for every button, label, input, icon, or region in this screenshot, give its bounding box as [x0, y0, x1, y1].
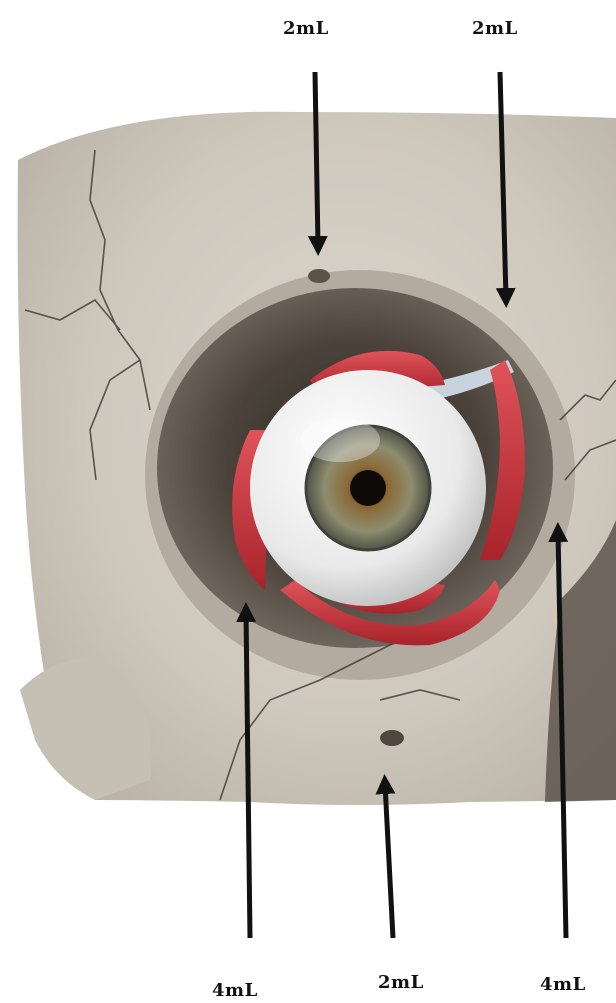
supraorbital-foramen [308, 269, 330, 283]
arrow-bottom-center [385, 784, 393, 938]
label-top-left: 2mL [283, 18, 329, 39]
label-bottom-left: 4mL [212, 980, 258, 1001]
infraorbital-foramen [380, 730, 404, 746]
pupil [350, 470, 386, 506]
label-bottom-center: 2mL [378, 972, 424, 993]
arrow-top-left [315, 72, 318, 246]
label-top-right: 2mL [472, 18, 518, 39]
eye-highlight [300, 418, 380, 462]
label-bottom-right: 4mL [540, 974, 586, 995]
